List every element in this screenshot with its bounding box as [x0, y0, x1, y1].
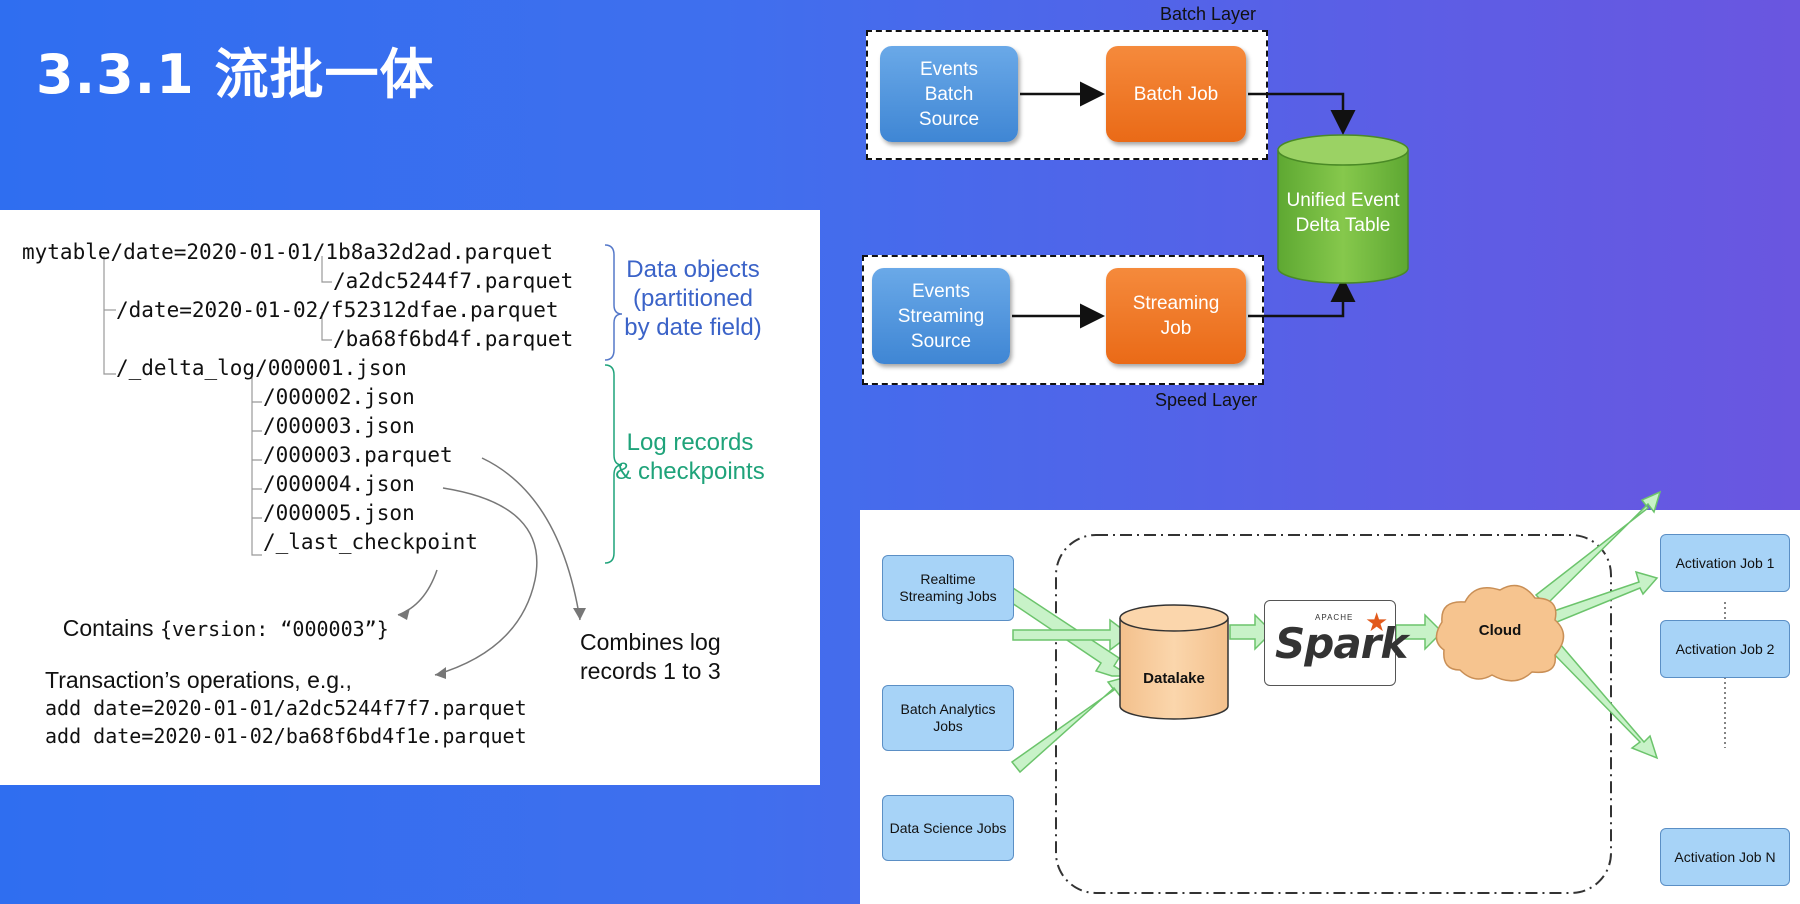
log-records-label: Log records & checkpoints: [615, 429, 765, 485]
cloud-shape: [1435, 584, 1565, 682]
contains-note: Contains {version: “000003”}: [45, 597, 389, 660]
batch-job-node: Batch Job: [1106, 46, 1246, 142]
streaming-job-node: Streaming Job: [1106, 268, 1246, 364]
tree-line-partition: /date=2020-01-02/f52312dfae.parquet: [116, 298, 559, 322]
contains-note-code: {version: “000003”}: [159, 617, 389, 641]
tree-line-checkpoint: /000003.parquet: [263, 443, 453, 467]
slide-title: 3.3.1 流批一体: [36, 43, 435, 106]
speed-layer-label: Speed Layer: [1155, 390, 1258, 410]
activation-job-2: Activation Job 2: [1660, 620, 1790, 678]
transaction-op: add date=2020-01-01/a2dc5244f7f7.parquet: [45, 696, 527, 720]
tree-line-log: /000003.json: [263, 414, 415, 438]
datalake-label: Datalake: [1143, 670, 1205, 687]
unified-table-label: Unified Event Delta Table: [1286, 190, 1400, 236]
events-streaming-source-node: Events Streaming Source: [872, 268, 1010, 364]
tree-connectors: [103, 244, 623, 679]
tree-line-file: /a2dc5244f7.parquet: [333, 269, 574, 293]
spark-box: APACHE Spark ★: [1264, 600, 1408, 686]
source-batch-analytics: Batch Analytics Jobs: [882, 685, 1014, 751]
transaction-op: add date=2020-01-02/ba68f6bd4f1e.parquet: [45, 724, 527, 748]
transaction-note: Transaction’s operations, e.g.,: [45, 667, 352, 693]
tree-line-root: mytable/date=2020-01-01/1b8a32d2ad.parqu…: [22, 240, 554, 264]
spark-apache-label: APACHE: [1315, 613, 1354, 622]
spark-logo-text: Spark: [1275, 619, 1408, 668]
source-realtime-streaming: Realtime Streaming Jobs: [882, 555, 1014, 621]
tree-line-log: /000004.json: [263, 472, 415, 496]
pipeline-connectors: [1004, 490, 1726, 894]
activation-job-1: Activation Job 1: [1660, 534, 1790, 592]
tree-line-delta-log: /_delta_log/000001.json: [116, 356, 407, 380]
data-objects-label: Data objects (partitioned by date field): [624, 256, 762, 341]
tree-line-log: /000005.json: [263, 501, 415, 525]
contains-note-text: Contains: [62, 615, 160, 641]
activation-job-n: Activation Job N: [1660, 828, 1790, 886]
datalake-cylinder: [1119, 604, 1229, 720]
events-batch-source-node: Events Batch Source: [880, 46, 1018, 142]
tree-line-last-checkpoint: /_last_checkpoint: [263, 530, 478, 554]
delta-log-panel: mytable/date=2020-01-01/1b8a32d2ad.parqu…: [0, 210, 820, 785]
combines-note: Combines log records 1 to 3: [580, 629, 721, 684]
cloud-label: Cloud: [1478, 622, 1522, 639]
tree-line-log: /000002.json: [263, 385, 415, 409]
source-data-science: Data Science Jobs: [882, 795, 1014, 861]
batch-layer-label: Batch Layer: [1160, 4, 1257, 24]
pipeline-panel: Realtime Streaming Jobs Batch Analytics …: [860, 490, 1800, 904]
unified-table-cylinder: [1277, 134, 1409, 284]
tree-line-file: /ba68f6bd4f.parquet: [333, 327, 574, 351]
spark-star-icon: ★: [1365, 607, 1389, 637]
